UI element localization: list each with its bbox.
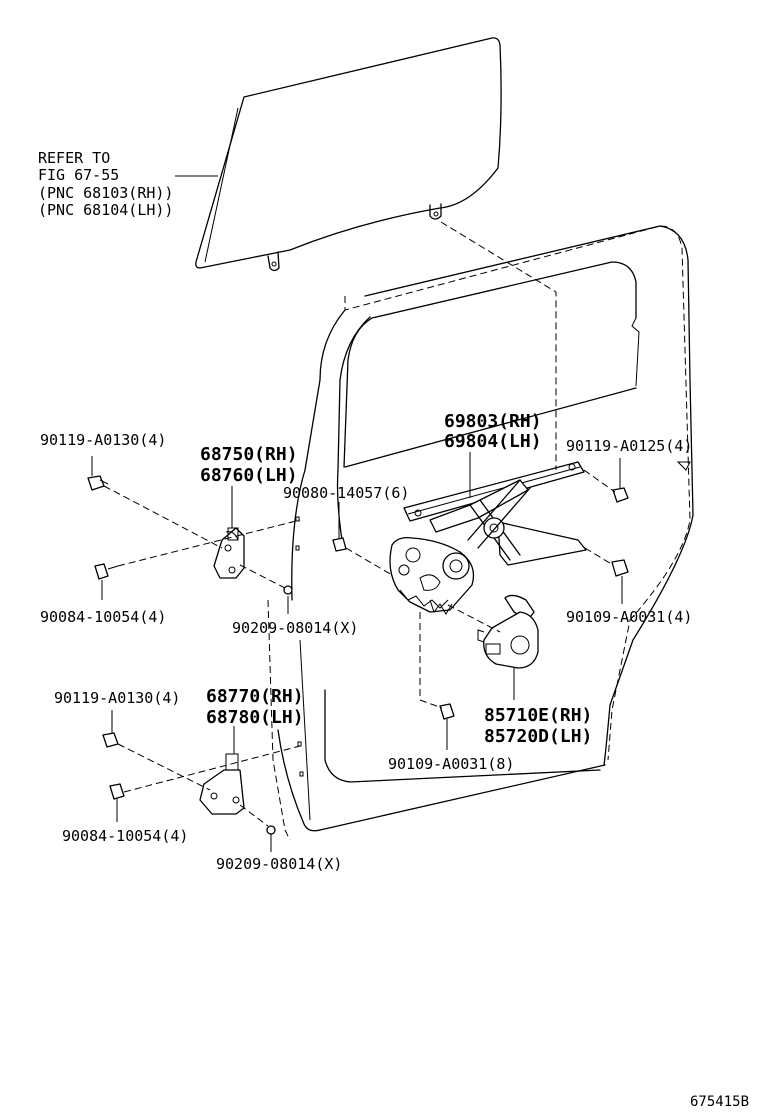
label-68780: 68780(LH)	[206, 707, 304, 728]
figure-code: 675415B	[690, 1094, 749, 1110]
label-68770: 68770(RH)	[206, 686, 304, 707]
label-69803: 69803(RH)	[444, 411, 542, 432]
door-hinge-lower	[199, 753, 245, 815]
door-hinge-upper	[213, 527, 245, 579]
label-90119-a0125: 90119-A0125(4)	[566, 437, 692, 455]
assembly-lines	[103, 221, 616, 827]
label-90119-a0130-lower: 90119-A0130(4)	[54, 689, 180, 707]
label-68750: 68750(RH)	[200, 444, 298, 465]
label-90109-a0031-right: 90109-A0031(4)	[566, 608, 692, 626]
part-labels: REFER TO FIG 67-55 (PNC 68103(RH)) (PNC …	[38, 149, 749, 1110]
label-90080-14057: 90080-14057(6)	[283, 484, 409, 502]
leader-lines	[91, 175, 623, 852]
regulator-rail-upper	[403, 461, 585, 522]
window-regulator	[389, 479, 587, 615]
label-85720d: 85720D(LH)	[484, 726, 592, 747]
label-90119-a0130-upper: 90119-A0130(4)	[40, 431, 166, 449]
window-motor	[477, 594, 539, 669]
label-90209-08014-upper: 90209-08014(X)	[232, 619, 358, 637]
door-glass	[195, 37, 502, 272]
refer-text-line-2: FIG 67-55	[38, 166, 119, 184]
refer-text-line-4: (PNC 68104(LH))	[38, 201, 173, 219]
label-90209-08014-lower: 90209-08014(X)	[216, 855, 342, 873]
label-68760: 68760(LH)	[200, 465, 298, 486]
label-90109-a0031-lower: 90109-A0031(8)	[388, 755, 514, 773]
label-90084-10054-upper: 90084-10054(4)	[40, 608, 166, 626]
label-90084-10054-lower: 90084-10054(4)	[62, 827, 188, 845]
door-panel	[267, 225, 694, 841]
refer-text-line-1: REFER TO	[38, 149, 110, 167]
label-69804: 69804(LH)	[444, 431, 542, 452]
refer-text-line-3: (PNC 68103(RH))	[38, 184, 173, 202]
label-85710e: 85710E(RH)	[484, 705, 592, 726]
